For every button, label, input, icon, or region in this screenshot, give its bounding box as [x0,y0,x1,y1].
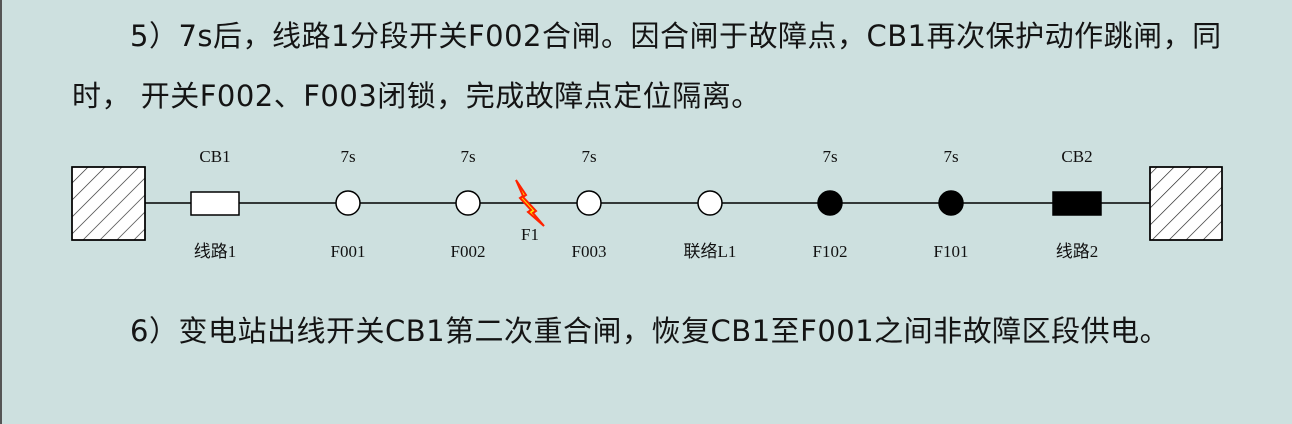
node-top-label: CB1 [199,147,230,166]
node-bottom-label: F001 [331,242,366,261]
switch-联络L1 [697,190,723,216]
paragraph-step-5: 5）7s后，线路1分段开关F002合闸。因合闸于故障点，CB1再次保护动作跳闸，… [72,6,1222,126]
substation-right-hatch [1149,166,1223,241]
node-bottom-label: 线路2 [1056,242,1099,261]
switch-F102 [817,190,843,216]
node-top-label: CB2 [1061,147,1092,166]
node-top-label: 7s [943,147,958,166]
node-top-label: 7s [822,147,837,166]
node-bottom-label: F101 [934,242,969,261]
node-bottom-label: 联络L1 [684,242,737,261]
switch-F001 [335,190,361,216]
paragraph-text: 5）7s后，线路1分段开关F002合闸。因合闸于故障点，CB1再次保护动作跳闸，… [72,19,1222,113]
node-top-label: 7s [460,147,475,166]
paragraph-text: 6）变电站出线开关CB1第二次重合闸，恢复CB1至F001之间非故障区段供电。 [130,314,1170,348]
breaker-线路2 [1052,191,1102,216]
node-bottom-label: F002 [451,242,486,261]
node-bottom-label: F102 [813,242,848,261]
paragraph-step-6: 6）变电站出线开关CB1第二次重合闸，恢复CB1至F001之间非故障区段供电。 [72,301,1222,361]
switch-F002 [455,190,481,216]
fault-label: F1 [521,225,539,244]
node-bottom-label: 线路1 [194,242,237,261]
switch-F101 [938,190,964,216]
node-top-label: 7s [340,147,355,166]
node-top-label: 7s [581,147,596,166]
switch-F003 [576,190,602,216]
fault-lightning-icon [515,179,545,227]
node-bottom-label: F003 [572,242,607,261]
substation-left-hatch [71,166,146,241]
breaker-线路1 [190,191,240,216]
slide-left-border [0,0,2,424]
